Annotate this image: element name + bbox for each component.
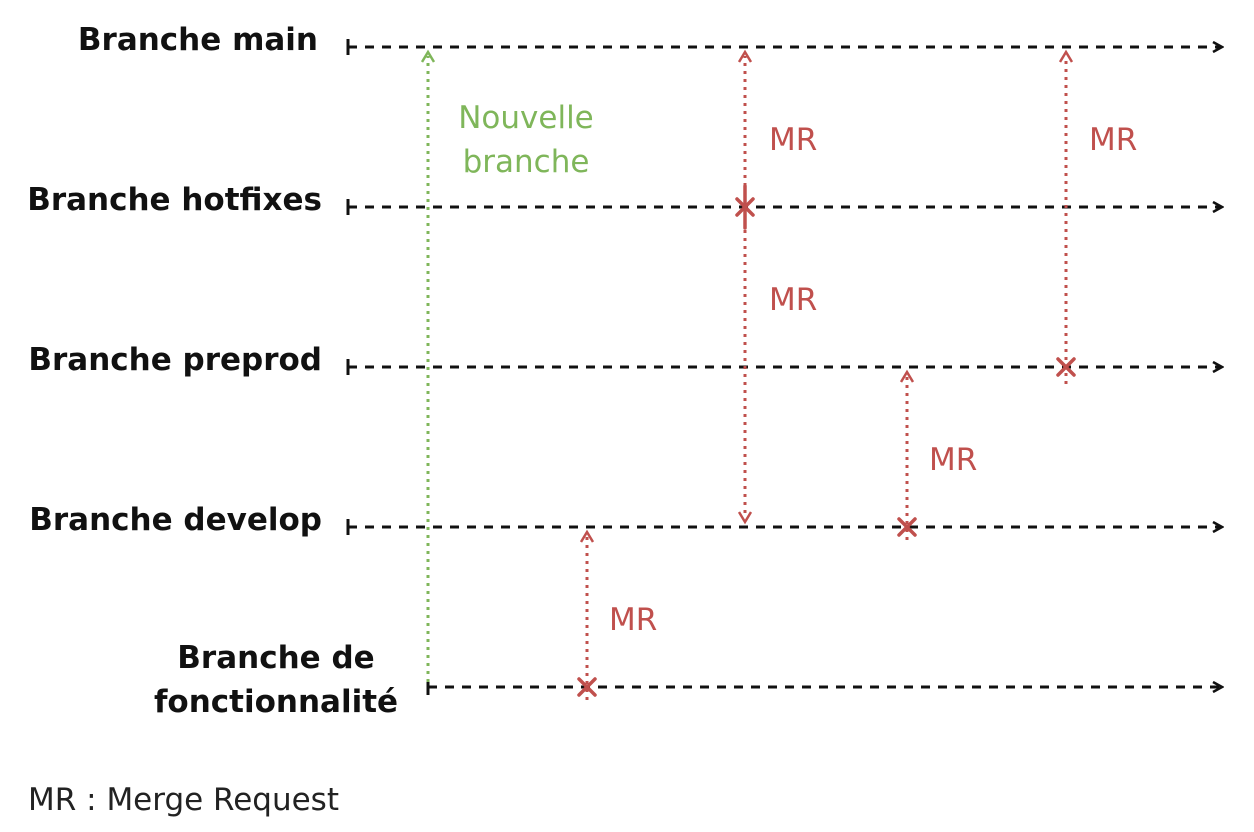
branch-label-main: Branche main [78,22,318,58]
branch-label-hotfixes: Branche hotfixes [27,182,322,218]
mr-label-preprod-to-main: MR [1089,122,1137,158]
new-branch-label-line1: Nouvelle [458,100,594,136]
mr-label-develop-to-preprod: MR [929,442,977,478]
branch-label-preprod: Branche preprod [28,342,322,378]
mr-source-marker-develop [897,517,917,537]
new-branch-label-line2: branche [463,144,590,180]
branch-label-feature-line1: Branche de [177,640,374,676]
mr-label-feature-to-develop: MR [609,602,657,638]
mr-label-hotfixes-to-develop: MR [769,282,817,318]
merge-source-markers [577,184,1076,697]
branch-label-develop: Branche develop [29,502,322,538]
merge-request-arrows [587,56,1066,700]
mr-source-marker-feature [577,677,597,697]
mr-source-marker-preprod [1056,357,1076,377]
legend-text: MR : Merge Request [28,782,339,818]
mr-label-hotfixes-to-main: MR [769,122,817,158]
branch-label-feature-line2: fonctionnalité [154,684,398,720]
